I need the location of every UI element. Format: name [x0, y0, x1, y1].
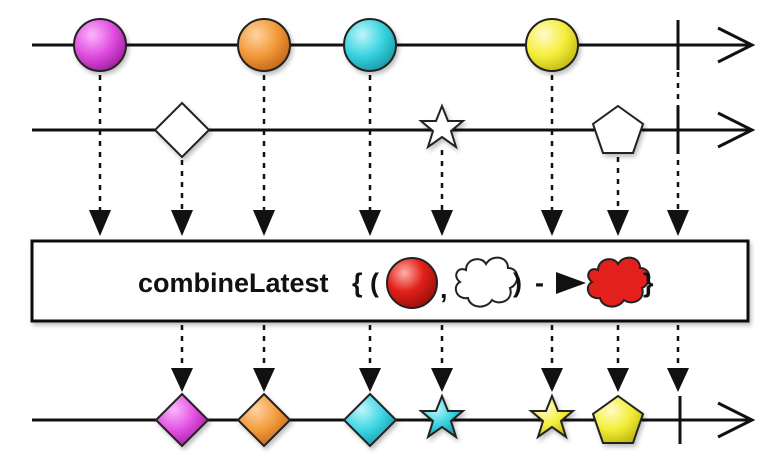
source-a-timeline: [32, 18, 756, 72]
source-a-marble-orange: [237, 18, 291, 72]
source-b-marble-pentagon: [591, 104, 645, 154]
source-a-marble-yellow: [525, 18, 579, 72]
output-arrowhead: [253, 368, 275, 392]
output-arrowheads: [171, 368, 689, 392]
input-arrowheads: [89, 210, 689, 236]
operator-comma: ,: [440, 274, 448, 304]
operator-paren-close: ): [513, 268, 522, 298]
output-arrows: [180, 325, 680, 370]
input-arrowhead: [541, 210, 563, 236]
input-arrowhead: [431, 210, 453, 236]
input-arrowhead: [667, 210, 689, 236]
output-marble-orange-diamond: [236, 392, 292, 448]
output-marble-cyan-diamond: [342, 392, 398, 448]
output-arrowhead-end: [717, 401, 756, 439]
input-arrowhead: [253, 210, 275, 236]
output-marble-cyan-star: [418, 393, 466, 440]
output-marble-magenta-diamond: [154, 392, 210, 448]
source-b-marble-diamond: [153, 101, 211, 159]
source-b-timeline: [32, 101, 756, 159]
operator-brace-open: {: [352, 268, 363, 298]
output-marble-yellow-pentagon: [591, 394, 645, 444]
output-arrowhead: [359, 368, 381, 392]
input-arrowhead: [359, 210, 381, 236]
source-a-arrowhead: [717, 26, 756, 64]
input-arrowhead: [171, 210, 193, 236]
operator-arrow-icon: [556, 272, 586, 294]
source-b-arrowhead: [717, 111, 756, 149]
operator-brace-close: }: [643, 268, 654, 298]
output-arrowhead: [607, 368, 629, 392]
input-arrowhead: [89, 210, 111, 236]
source-b-marble-star: [418, 103, 466, 150]
input-arrowhead: [607, 210, 629, 236]
operator-red-circle-icon: [386, 257, 438, 309]
input-arrows: [98, 72, 680, 212]
output-arrowhead: [171, 368, 193, 392]
output-arrowhead: [431, 368, 453, 392]
source-a-marble-cyan: [343, 18, 397, 72]
operator-white-cloud-icon: [454, 256, 519, 308]
output-arrowhead: [541, 368, 563, 392]
output-arrowhead: [667, 368, 689, 392]
operator-arrow-dash: -: [535, 268, 544, 298]
source-a-marble-magenta: [73, 18, 127, 72]
operator-paren-open: (: [370, 268, 379, 298]
operator-name: combineLatest: [138, 268, 329, 298]
operator-box: combineLatest { ( , ) - }: [30, 239, 750, 323]
output-timeline: [32, 392, 756, 448]
output-marble-yellow-star: [528, 393, 576, 440]
operator-red-cloud-icon: [586, 256, 651, 308]
